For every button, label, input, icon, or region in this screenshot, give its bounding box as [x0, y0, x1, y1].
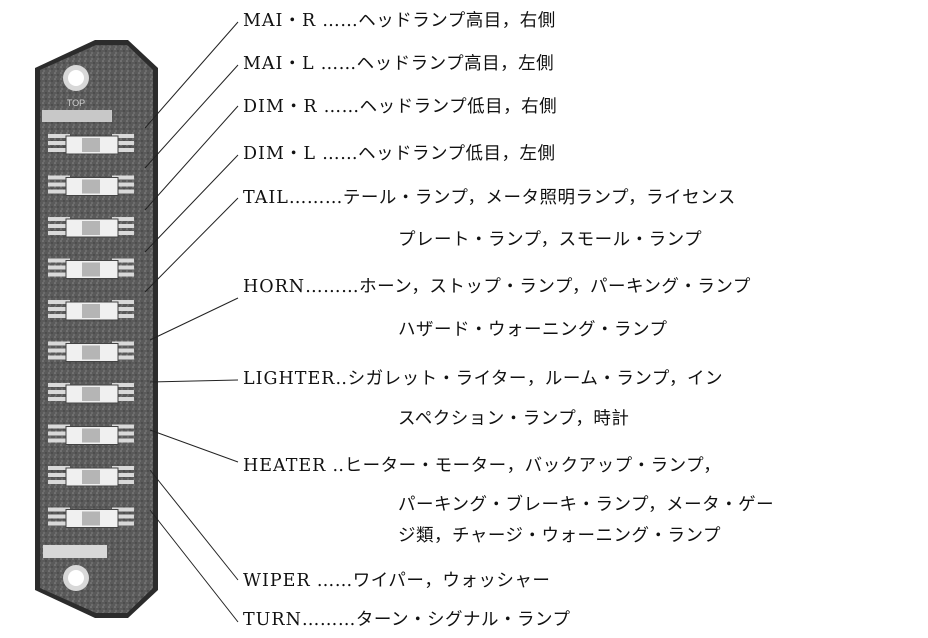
mounting-hole-bottom	[63, 565, 89, 591]
fuse-slot	[48, 300, 134, 321]
fuse-slot	[48, 424, 134, 445]
fuse-slot	[48, 134, 134, 155]
fuse-label-dim-l: DIM・L ……ヘッドランプ低目，左側	[243, 144, 556, 164]
leader-lines	[144, 21, 239, 623]
fuse-label-tail: TAIL………テール・ランプ，メータ照明ランプ，ライセンス	[243, 188, 736, 208]
mounting-hole-top	[63, 65, 89, 91]
fuse-label-turn: TURN………ターン・シグナル・ランプ	[243, 610, 571, 630]
fuse-label-lighter-cont: スペクション・ランプ，時計	[398, 409, 630, 429]
leader-line	[144, 197, 239, 293]
fuse-label-dim-r: DIM・R ……ヘッドランプ低目，右側	[243, 97, 558, 117]
leader-line	[149, 297, 239, 341]
leader-line	[149, 429, 239, 463]
fuse-slot	[48, 258, 134, 279]
fuse-label-heater-cont1: パーキング・ブレーキ・ランプ，メータ・ゲー	[398, 495, 775, 515]
fuse-label-wiper: WIPER ……ワイパー，ウォッシャー	[243, 571, 551, 591]
leader-line	[149, 379, 239, 383]
leader-line	[149, 469, 239, 581]
leader-line	[144, 154, 239, 253]
leader-line	[149, 509, 239, 623]
fuse-slot	[48, 175, 134, 196]
fuse-slot	[48, 507, 134, 528]
top-mark: TOP	[67, 98, 85, 108]
fuse-slot	[48, 341, 134, 362]
fuse-label-lighter: LIGHTER‥シガレット・ライター，ルーム・ランプ，イン	[243, 369, 723, 389]
leader-line	[144, 64, 239, 169]
fuse-label-mai-l: MAI・L ……ヘッドランプ高目，左側	[243, 54, 555, 74]
fuse-label-mai-r: MAI・R ……ヘッドランプ高目，右側	[243, 11, 556, 31]
fuse-slot	[48, 383, 134, 404]
fuse-label-tail-cont: プレート・ランプ，スモール・ランプ	[398, 230, 703, 250]
leader-line	[144, 21, 239, 129]
fuse-label-heater: HEATER ‥ヒーター・モーター，バックアップ・ランプ，	[243, 456, 722, 476]
leader-line	[144, 105, 239, 211]
fuse-label-heater-cont2: ジ類，チャージ・ウォーニング・ランプ	[398, 526, 721, 546]
fuse-block: TOP	[35, 40, 158, 618]
fuse-label-horn-cont: ハザード・ウォーニング・ランプ	[398, 320, 668, 340]
fuse-label-horn: HORN………ホーン，ストップ・ランプ，パーキング・ランプ	[243, 277, 751, 297]
fuse-slot	[48, 466, 134, 487]
fuse-slot	[48, 217, 134, 238]
